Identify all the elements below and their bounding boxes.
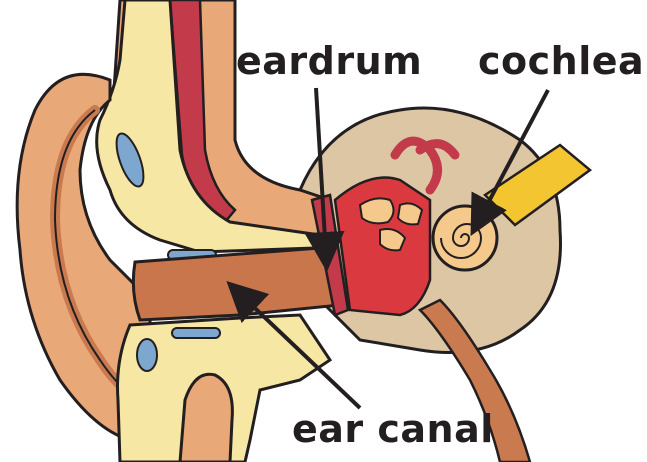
lower-blue-spot-2 [172, 328, 220, 338]
ear-canal-label: ear canal [292, 407, 494, 451]
cochlea-label: cochlea [478, 39, 644, 83]
ear-canal-shape [133, 248, 340, 320]
eardrum-label: eardrum [236, 39, 422, 83]
cochlea-shape [433, 206, 497, 270]
lower-blue-spot-1 [137, 339, 157, 371]
